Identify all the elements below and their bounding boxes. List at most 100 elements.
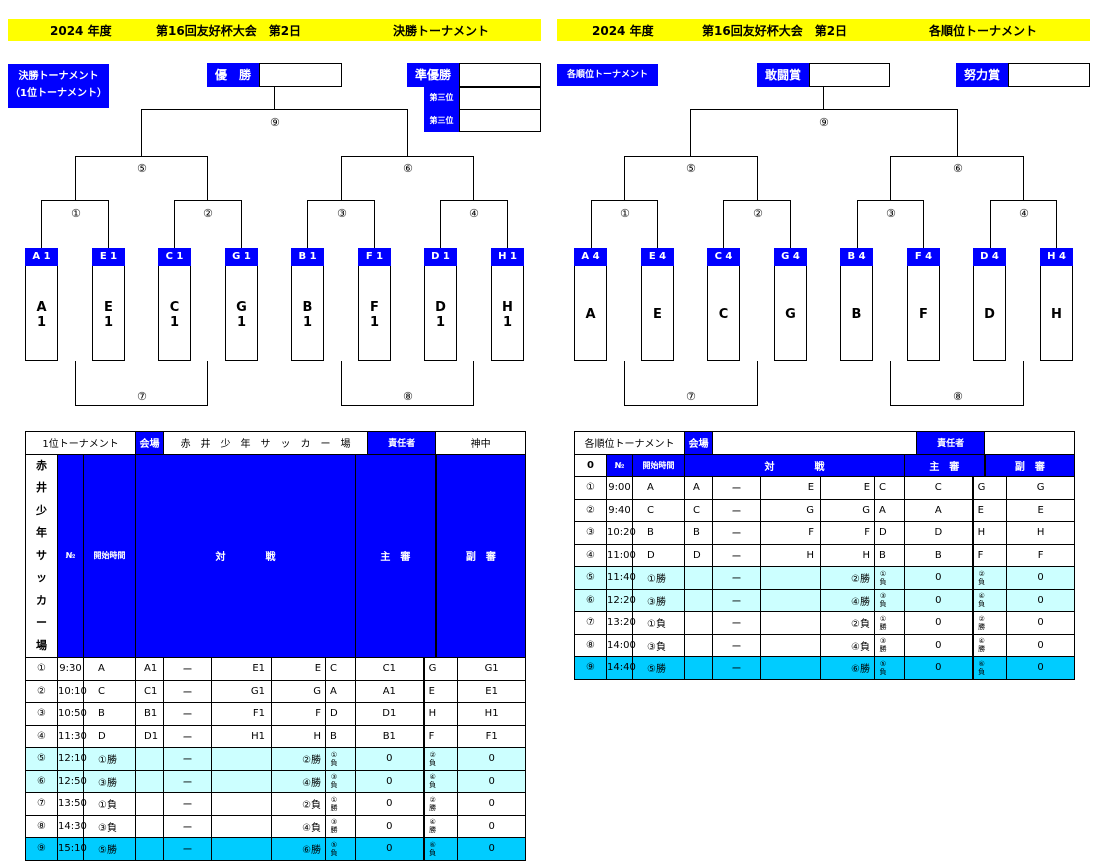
- team-b: G: [271, 679, 327, 703]
- venue-char: 少: [36, 503, 47, 517]
- match-no: ③: [25, 702, 58, 726]
- referee-code: 0: [355, 837, 425, 861]
- subref-code: 0: [457, 747, 527, 771]
- start-time: 10:50: [57, 702, 87, 726]
- referee-team: ① 勝: [325, 792, 357, 816]
- col-time: 開始時間: [82, 453, 137, 658]
- versus-mark: ー: [163, 792, 213, 816]
- team-b: ④勝: [271, 769, 327, 793]
- award-fighting-box[interactable]: [809, 63, 890, 87]
- referee-team: D: [325, 702, 357, 726]
- team-a: ③勝: [82, 769, 137, 793]
- team-b-code: G1: [211, 679, 273, 703]
- left-match-3: ③: [335, 207, 349, 220]
- team-label: C 1: [158, 248, 191, 266]
- match-no: ①: [25, 657, 58, 681]
- team-a-code: A1: [135, 657, 165, 681]
- team-label: E 1: [92, 248, 125, 266]
- team-a-code: B1: [135, 702, 165, 726]
- team-a-code: C1: [135, 679, 165, 703]
- team-a: C: [82, 679, 137, 703]
- team-b: ②勝: [271, 747, 327, 771]
- subref-code: 0: [457, 837, 527, 861]
- stacked-label: ① 負: [879, 569, 887, 586]
- subref-team: ② 負: [423, 747, 459, 771]
- team-name: G 1: [236, 300, 247, 330]
- col-subref: 副 審: [984, 453, 1076, 477]
- subref-team: H: [423, 702, 459, 726]
- match-no: ⑧: [574, 633, 607, 657]
- match-no: ⑥: [25, 769, 58, 793]
- award-effort-box[interactable]: [1008, 63, 1090, 87]
- award-third2-box[interactable]: [459, 109, 541, 132]
- match-no: ①: [574, 476, 607, 500]
- stacked-label: ③ 勝: [330, 818, 338, 835]
- team-a: ⑤勝: [631, 656, 686, 680]
- stacked-label: ④ 負: [978, 592, 986, 609]
- subref-team: ② 勝: [972, 611, 1008, 635]
- team-b: ②負: [820, 611, 876, 635]
- subref-code: G1: [457, 657, 527, 681]
- left-team-c1[interactable]: C 1 C 1: [158, 248, 191, 361]
- team-a-code: C: [684, 498, 714, 522]
- team-b: E: [820, 476, 876, 500]
- team-label: G 4: [774, 248, 807, 266]
- team-a: D: [631, 543, 686, 567]
- start-time: 11:30: [57, 724, 87, 748]
- referee-team: ③ 負: [325, 769, 357, 793]
- team-a-code: [135, 747, 165, 771]
- start-time: 13:50: [57, 792, 87, 816]
- start-time: 14:00: [606, 633, 636, 657]
- award-runnerup-box[interactable]: [459, 63, 541, 87]
- award-champion-box[interactable]: [259, 63, 342, 87]
- team-a-code: [684, 566, 714, 590]
- team-label: H 1: [491, 248, 524, 266]
- subref-code: H: [1006, 521, 1076, 545]
- versus-mark: ー: [163, 837, 213, 861]
- award-champion-label: 優 勝: [207, 63, 259, 87]
- stacked-label: ⑥ 負: [978, 659, 986, 676]
- start-time: 10:10: [57, 679, 87, 703]
- subref-code: 0: [1006, 656, 1076, 680]
- team-b: ④勝: [820, 588, 876, 612]
- team-b: H: [271, 724, 327, 748]
- left-header-event: 第16回友好杯大会 第2日: [156, 24, 302, 38]
- subref-code: 0: [1006, 566, 1076, 590]
- versus-mark: ー: [712, 543, 762, 567]
- award-third1-box[interactable]: [459, 87, 541, 110]
- team-a: B: [82, 702, 137, 726]
- venue-char: ッ: [36, 571, 47, 584]
- subref-team: G: [972, 476, 1008, 500]
- col-no: №: [606, 453, 633, 477]
- start-time: 14:30: [57, 814, 87, 838]
- right-match-2: ②: [751, 207, 765, 220]
- team-b: F: [271, 702, 327, 726]
- subref-code: F1: [457, 724, 527, 748]
- stacked-label: ③ 負: [330, 773, 338, 790]
- responsible-name: [984, 431, 1076, 455]
- team-b-code: G: [760, 498, 822, 522]
- stacked-label: ① 勝: [330, 795, 338, 812]
- stacked-label: ② 負: [429, 750, 437, 767]
- team-name: C 1: [169, 300, 180, 330]
- venue-vertical: 0: [574, 453, 607, 477]
